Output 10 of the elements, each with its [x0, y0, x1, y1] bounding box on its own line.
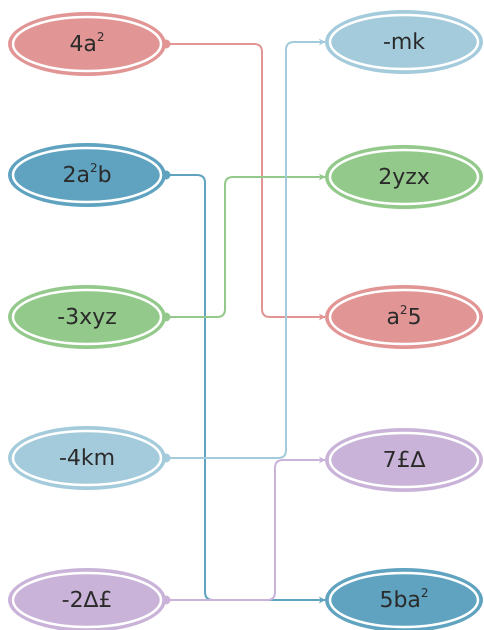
term-label: -4km [58, 446, 116, 470]
term-label: 7£∆ [382, 448, 426, 472]
term-label: a$^{2}$5 [386, 304, 422, 330]
term-label: 4a$^{2}$ [69, 32, 105, 56]
term-label: -2∆£ [62, 588, 112, 612]
term-label: -mk [382, 30, 426, 54]
term-label: 2a$^{2}$b [62, 162, 112, 188]
term-label: 2yzx [378, 164, 430, 190]
term-label: -3xyz [57, 304, 117, 330]
term-label: 5ba$^{2}$ [379, 588, 429, 612]
